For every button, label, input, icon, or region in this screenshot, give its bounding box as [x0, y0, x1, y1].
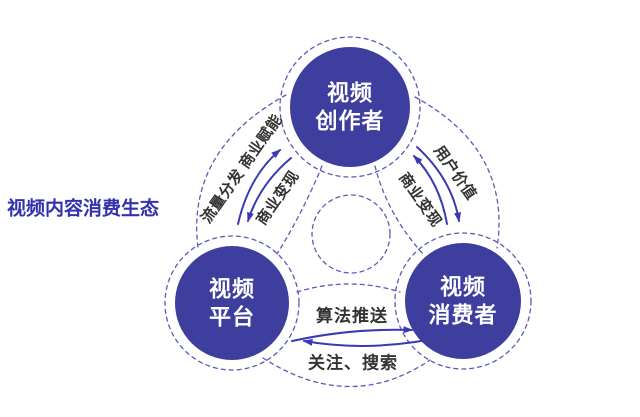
arrow-creator-to-platform: [247, 157, 292, 223]
ecosystem-outline-left-inner: [276, 165, 323, 255]
ecosystem-outline-right-outer: [414, 96, 500, 249]
platform-node-label-line1: 视频: [209, 277, 255, 302]
arrow-creator-to-consumer: [416, 146, 462, 223]
edge-label-algorithm-push: 算法推送: [315, 306, 388, 326]
edge-label-monetization-left: 商业变现: [252, 167, 302, 228]
creator-node-ring: [279, 36, 421, 178]
center-hub-dashed-circle: [311, 194, 391, 274]
diagram-title: 视频内容消费生态: [7, 197, 159, 220]
ecosystem-outline-right-inner: [374, 165, 424, 255]
edge-label-follow-search: 关注、搜索: [308, 353, 398, 373]
consumer-node-circle: [405, 243, 521, 359]
ecosystem-outline-bottom-outer: [262, 357, 431, 388]
platform-node-ring: [164, 235, 300, 371]
creator-node-circle: [290, 47, 410, 167]
consumer-node-ring: [394, 232, 532, 370]
arrow-platform-to-creator: [237, 149, 282, 225]
platform-node-circle: [175, 246, 289, 360]
arrow-platform-to-consumer: [291, 326, 414, 342]
creator-node-label-line2: 创作者: [314, 109, 384, 134]
edge-label-monetization-right: 商业变现: [395, 169, 445, 230]
consumer-node-label-line2: 消费者: [428, 303, 497, 328]
platform-node-label-line2: 平台: [209, 305, 255, 330]
ecosystem-outline-bottom-inner: [296, 283, 401, 293]
creator-node-label-line1: 视频: [327, 81, 373, 106]
ecosystem-outline-left-outer: [196, 94, 287, 249]
consumer-node-label-line1: 视频: [440, 275, 486, 300]
arrow-consumer-to-creator: [412, 154, 448, 225]
